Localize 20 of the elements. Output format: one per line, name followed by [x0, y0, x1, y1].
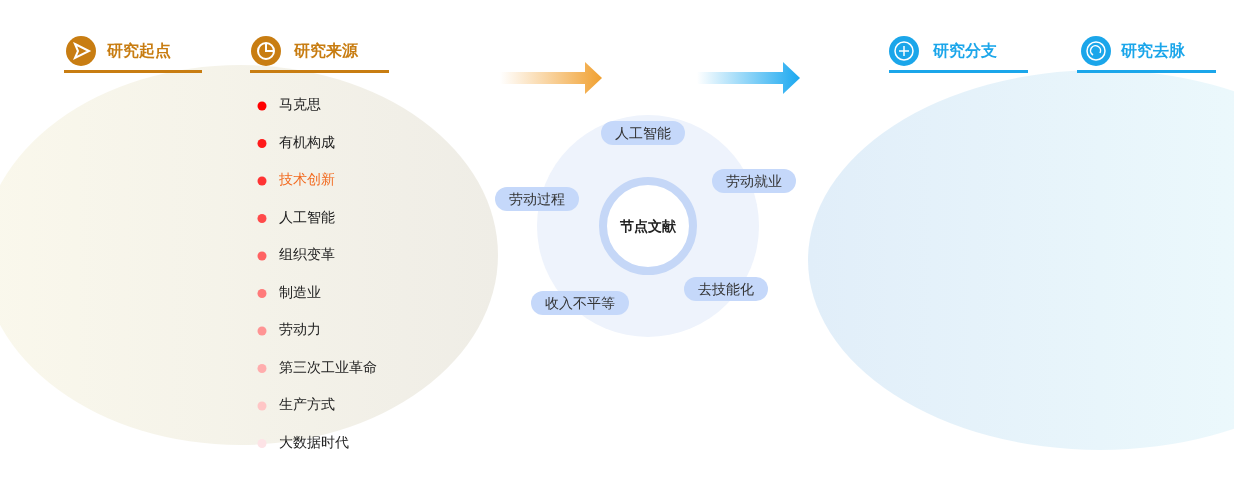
- keyword-item: 大数据时代: [279, 433, 349, 452]
- keyword-item: 有机构成: [279, 133, 335, 152]
- keyword-pill: 去技能化: [684, 277, 768, 301]
- keyword-item: 人工智能: [279, 208, 335, 227]
- node-title: 节点文献: [619, 217, 677, 236]
- section-heading: 研究分支: [933, 41, 997, 62]
- keyword-item: 生产方式: [279, 396, 335, 414]
- section-heading: 研究来源: [294, 41, 358, 62]
- keyword-pill: 收入不平等: [531, 291, 629, 315]
- keyword-pill: 人工智能: [601, 121, 685, 145]
- keyword-item: 第三次工业革命: [279, 358, 377, 377]
- keyword-item: 技术创新: [279, 171, 335, 189]
- keyword-item: 制造业: [279, 283, 321, 302]
- keyword-pill: 劳动就业: [712, 169, 796, 193]
- section-heading: 研究去脉: [1121, 41, 1185, 62]
- keyword-item: 劳动力: [279, 321, 321, 339]
- keyword-pill: 劳动过程: [495, 187, 579, 211]
- section-heading: 研究起点: [107, 41, 171, 62]
- keyword-item: 组织变革: [279, 246, 335, 264]
- keyword-item: 马克思: [279, 96, 321, 114]
